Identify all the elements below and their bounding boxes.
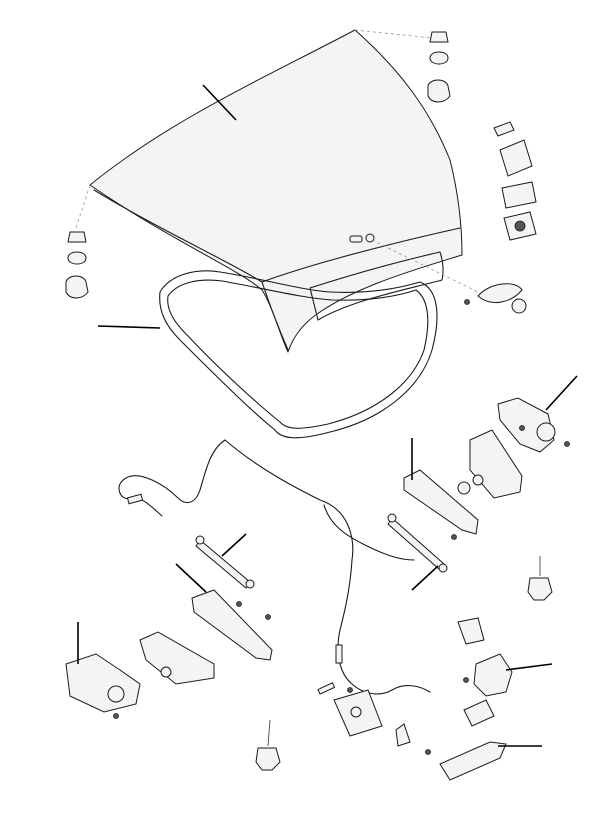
trunk-lid [89,29,463,353]
gas-struts [195,513,448,591]
right-hinge [403,429,523,540]
release-cable [118,439,431,695]
bump-stops [65,29,451,299]
lid-seal [97,270,438,439]
striker-plate [333,687,411,747]
lock-cylinder [371,121,537,314]
handle-assembly [425,741,542,781]
actuator-motor [497,375,578,453]
lock-assembly [65,622,141,719]
left-hinge [139,563,273,685]
bump-stops [255,556,553,771]
latch [457,617,553,727]
